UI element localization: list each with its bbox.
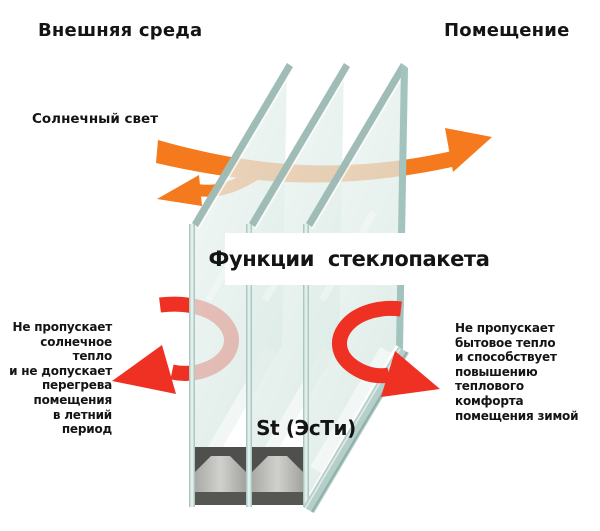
note-line: и не допускает [9, 363, 112, 378]
pane-front-edge [246, 224, 252, 507]
pane-top-edge [249, 63, 350, 227]
spacer-left [195, 447, 246, 505]
glass-type-label: St (ЭсТи) [256, 416, 356, 440]
pane-top-edge [192, 63, 293, 227]
note-line: теплового комфорта [455, 379, 524, 408]
pane-front-edge [189, 224, 195, 507]
spacer-right [252, 447, 303, 505]
note-line: перегрева [41, 378, 112, 393]
note-line: повышению [455, 364, 538, 379]
note-line: в летний период [52, 407, 112, 437]
note-line: Не пропускает [12, 320, 113, 334]
sunlight-label: Солнечный свет [32, 111, 159, 127]
note-line: помещения зимой [455, 408, 579, 423]
indoor-heat-note: Не пропускает бытовое тепло и способству… [455, 321, 593, 423]
sunlight-arrowhead [445, 128, 492, 172]
note-line: солнечное тепло [40, 334, 112, 364]
note-line: и способствует [455, 350, 557, 365]
note-line: бытовое тепло [455, 335, 556, 350]
pane-top-edge [306, 63, 407, 227]
note-line: Не пропускает [455, 321, 555, 335]
indoor-heat-reflection-arrow [332, 300, 440, 397]
title-banner: Функции стеклопакета [209, 233, 490, 285]
solar-heat-note: Не пропускает солнечное тепло и не допус… [2, 320, 112, 437]
outside-environment-label: Внешняя среда [38, 20, 203, 41]
pane-front-edge [303, 224, 309, 507]
note-line: помещения [33, 392, 113, 407]
room-label: Помещение [444, 20, 570, 41]
diagram-title: Функции стеклопакета [208, 247, 490, 271]
